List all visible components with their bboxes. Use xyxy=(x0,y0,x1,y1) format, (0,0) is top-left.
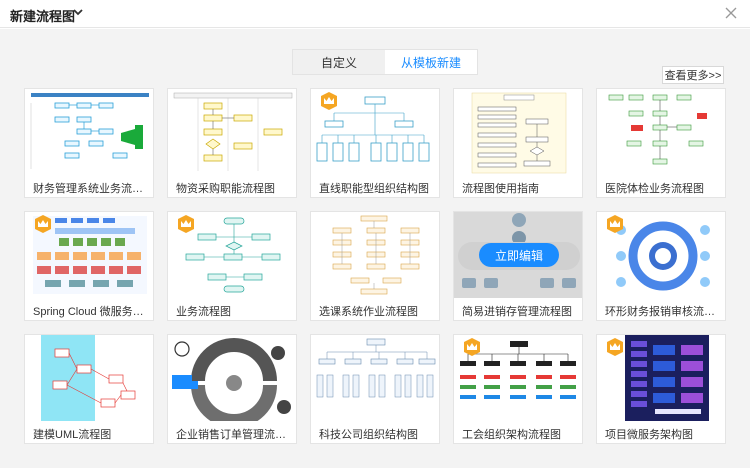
premium-crown-icon xyxy=(178,215,194,233)
template-card-finance[interactable]: 财务管理系统业务流程图 xyxy=(24,88,154,198)
template-thumbnail xyxy=(168,89,296,175)
mode-tabs: 自定义 从模板新建 xyxy=(292,49,478,75)
template-thumbnail xyxy=(311,335,439,421)
template-caption: 医院体检业务流程图 xyxy=(605,183,704,195)
template-caption: 物资采购职能流程图 xyxy=(176,183,275,195)
template-card-sales-order[interactable]: 企业销售订单管理流程图 xyxy=(167,334,297,444)
tab-custom[interactable]: 自定义 xyxy=(320,55,357,70)
template-thumbnail xyxy=(311,212,439,298)
template-card-inventory[interactable]: 立即编辑 简易进销存管理流程图 xyxy=(453,211,583,321)
template-caption: Spring Cloud 微服务总体... xyxy=(33,306,151,318)
template-caption: 科技公司组织结构图 xyxy=(319,429,418,441)
premium-crown-icon xyxy=(35,215,51,233)
template-card-tech-org[interactable]: 科技公司组织结构图 xyxy=(310,334,440,444)
close-icon[interactable] xyxy=(724,6,738,20)
premium-crown-icon xyxy=(607,215,623,233)
template-card-guide[interactable]: 流程图使用指南 xyxy=(453,88,583,198)
template-thumbnail xyxy=(454,89,582,175)
template-thumbnail xyxy=(25,335,153,421)
template-caption: 业务流程图 xyxy=(176,306,231,318)
template-card-spring-cloud[interactable]: Spring Cloud 微服务总体... xyxy=(24,211,154,321)
template-thumbnail xyxy=(597,89,725,175)
view-more-button[interactable]: 查看更多>> xyxy=(662,66,724,84)
tab-from-template[interactable]: 从模板新建 xyxy=(385,50,477,74)
template-thumbnail xyxy=(597,212,725,298)
template-thumbnail xyxy=(25,89,153,175)
template-card-procurement[interactable]: 物资采购职能流程图 xyxy=(167,88,297,198)
template-card-hospital[interactable]: 医院体检业务流程图 xyxy=(596,88,726,198)
template-caption: 企业销售订单管理流程图 xyxy=(176,429,294,441)
premium-crown-icon xyxy=(321,92,337,110)
template-thumbnail: 立即编辑 xyxy=(454,212,582,298)
template-caption: 选课系统作业流程图 xyxy=(319,306,418,318)
template-caption: 直线职能型组织结构图 xyxy=(319,183,429,195)
template-thumbnail xyxy=(168,212,296,298)
template-card-org-linear[interactable]: 直线职能型组织结构图 xyxy=(310,88,440,198)
template-caption: 财务管理系统业务流程图 xyxy=(33,183,151,195)
template-thumbnail xyxy=(597,335,725,421)
template-thumbnail xyxy=(454,335,582,421)
premium-crown-icon xyxy=(464,338,480,356)
template-panel: 自定义 从模板新建 查看更多>> 财务管理系统业务流程图 xyxy=(0,29,750,468)
template-thumbnail xyxy=(168,335,296,421)
template-card-business-flow[interactable]: 业务流程图 xyxy=(167,211,297,321)
template-card-microservice[interactable]: 项目微服务架构图 xyxy=(596,334,726,444)
template-card-reimbursement[interactable]: 环形财务报销审核流程图 xyxy=(596,211,726,321)
template-caption: 工会组织架构流程图 xyxy=(462,429,561,441)
title-bar: 新建流程图 xyxy=(0,0,750,28)
template-caption: 简易进销存管理流程图 xyxy=(462,306,572,318)
template-thumbnail xyxy=(311,89,439,175)
template-thumbnail xyxy=(25,212,153,298)
template-card-union-org[interactable]: 工会组织架构流程图 xyxy=(453,334,583,444)
window-title: 新建流程图 xyxy=(10,9,76,24)
premium-crown-icon xyxy=(607,338,623,356)
chevron-down-icon[interactable] xyxy=(72,6,84,18)
template-caption: 流程图使用指南 xyxy=(462,183,539,195)
template-caption: 环形财务报销审核流程图 xyxy=(605,306,723,318)
template-caption: 项目微服务架构图 xyxy=(605,429,693,441)
template-card-uml[interactable]: 建模UML流程图 xyxy=(24,334,154,444)
template-caption: 建模UML流程图 xyxy=(33,429,112,441)
template-card-course-selection[interactable]: 选课系统作业流程图 xyxy=(310,211,440,321)
edit-now-button[interactable]: 立即编辑 xyxy=(479,243,559,267)
